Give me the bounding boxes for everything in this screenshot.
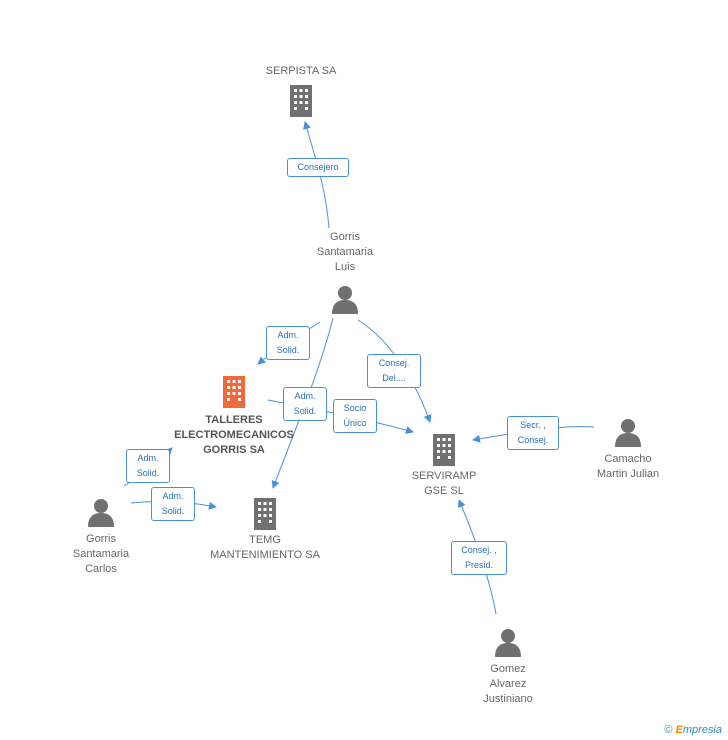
relation-label-secr-consej[interactable]: Secr. , Consej.	[507, 416, 559, 450]
building-icon	[254, 498, 276, 530]
node-talleres-label-box: TALLERES ELECTROMECANICOS GORRIS SA	[164, 413, 304, 458]
node-serpista[interactable]: SERPISTA SA	[245, 64, 357, 117]
node-gorris-luis[interactable]: Gorris Santamaria Luis	[290, 230, 400, 315]
node-serviramp[interactable]: SERVIRAMP GSE SL	[390, 432, 498, 499]
node-gomez[interactable]: Gomez Alvarez Justiniano	[456, 628, 560, 707]
relation-label-consej-del[interactable]: Consej. Del....	[367, 354, 421, 388]
building-icon	[433, 434, 455, 466]
node-talleres[interactable]	[164, 374, 304, 408]
logo-text: mpresia	[682, 724, 722, 736]
relation-label-adm-solid[interactable]: Adm. Solid.	[151, 487, 195, 521]
relation-label-consej-presid[interactable]: Consej. , Presid.	[451, 541, 507, 575]
node-gorris-carlos-label: Gorris Santamaria Carlos	[72, 533, 130, 575]
node-camacho[interactable]: Camacho Martin Julian	[580, 418, 676, 482]
building-icon	[290, 85, 312, 117]
node-camacho-label: Camacho Martin Julian	[596, 453, 660, 480]
person-icon	[88, 499, 114, 527]
node-serpista-label: SERPISTA SA	[265, 65, 337, 77]
node-temg[interactable]: TEMG MANTENIMIENTO SA	[205, 496, 325, 563]
node-talleres-label: TALLERES ELECTROMECANICOS GORRIS SA	[174, 414, 294, 456]
relation-label-adm-solid[interactable]: Adm. Solid.	[126, 449, 170, 483]
person-icon	[495, 629, 521, 657]
node-gorris-carlos[interactable]: Gorris Santamaria Carlos	[50, 498, 152, 577]
building-icon	[223, 376, 245, 408]
relation-label-adm-solid[interactable]: Adm. Solid.	[283, 387, 327, 421]
empresia-logo: © Empresia	[664, 724, 722, 736]
copyright-symbol: ©	[664, 724, 673, 736]
node-serviramp-label: SERVIRAMP GSE SL	[411, 470, 477, 497]
node-gorris-luis-label: Gorris Santamaria Luis	[316, 231, 374, 273]
relation-label-adm-solid[interactable]: Adm. Solid.	[266, 326, 310, 360]
relation-label-consejero[interactable]: Consejero	[287, 158, 349, 177]
node-temg-label: TEMG MANTENIMIENTO SA	[210, 534, 320, 561]
node-gomez-label: Gomez Alvarez Justiniano	[483, 663, 533, 705]
person-icon	[615, 419, 641, 447]
relation-label-socio-unico[interactable]: Socio Único	[333, 399, 377, 433]
logo-e: E	[675, 724, 683, 736]
person-icon	[332, 286, 358, 314]
